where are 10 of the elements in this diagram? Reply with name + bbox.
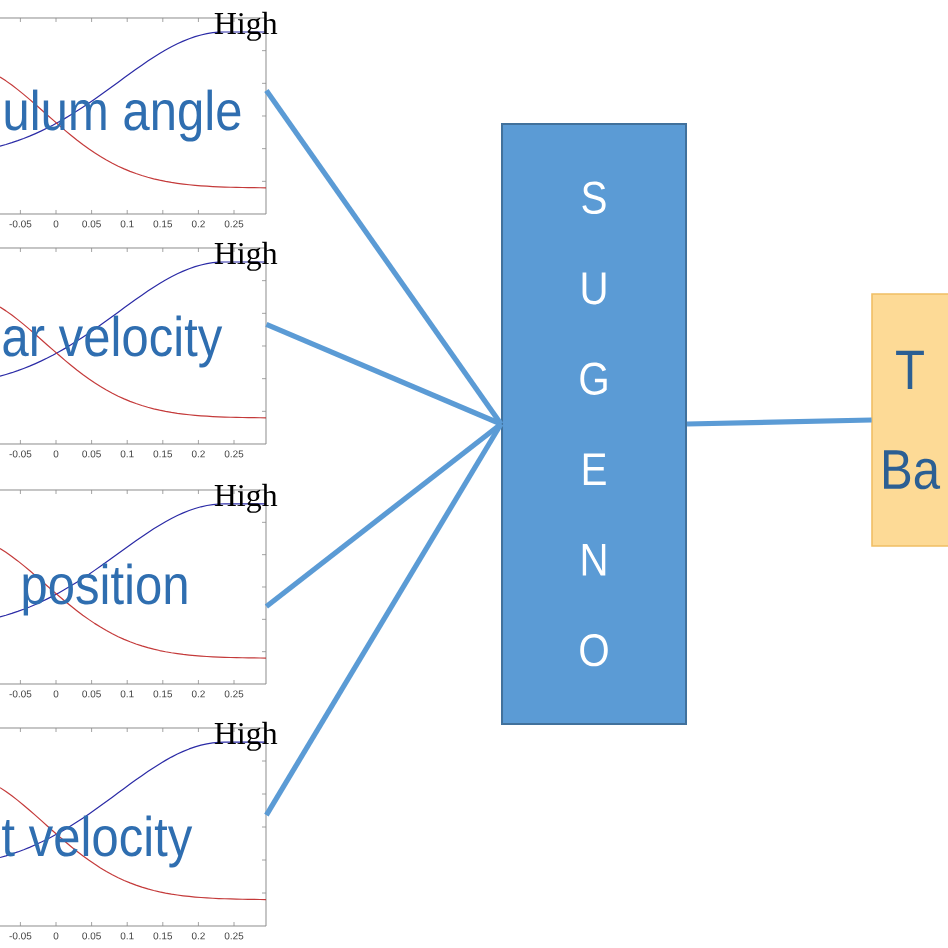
connector-line xyxy=(265,321,503,427)
connector-line xyxy=(264,422,504,817)
curve-label: High xyxy=(214,241,278,271)
curve-label: High xyxy=(214,11,278,41)
input-label: ar velocity xyxy=(3,315,223,368)
connector-line xyxy=(686,417,872,427)
connector-line xyxy=(264,421,503,609)
process-box: S U G E N O xyxy=(501,123,687,725)
connector-line xyxy=(264,88,504,426)
output-box: T Ba xyxy=(871,293,948,547)
